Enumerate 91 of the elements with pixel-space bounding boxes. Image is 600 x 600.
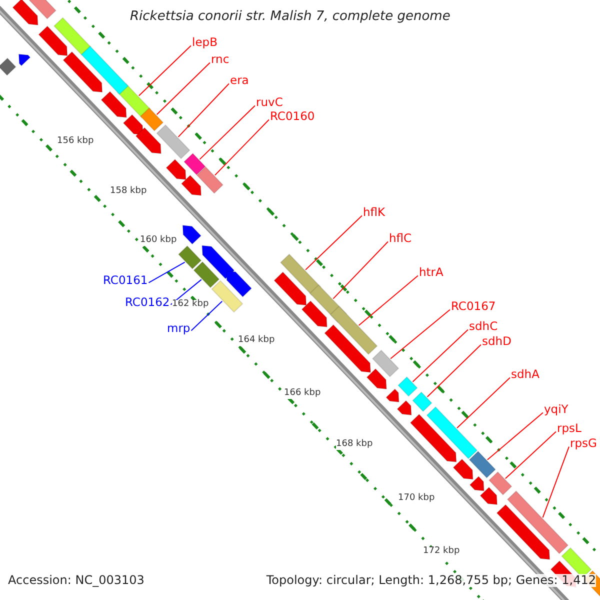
gene-bar [196,166,224,194]
leader-line [332,241,388,300]
leader-line [170,279,202,306]
leader-line [486,412,544,460]
leader-line [456,377,510,428]
gene-label: ruvC [256,96,283,109]
gene-feature [180,174,202,196]
gene-feature [366,368,387,390]
leader-line [199,105,256,160]
gene-bar [211,280,244,313]
gene-bar [468,450,496,478]
leader-line [214,119,270,176]
gene-bar [506,490,569,554]
gene-feature [396,400,412,416]
gene-feature [496,504,550,560]
gene-feature [274,271,307,306]
scale-label: 170 kbp [398,494,435,504]
gene-feature [452,458,474,480]
gene-label: rpsL [557,422,582,435]
gene-label: RC0162 [125,296,170,309]
gene-label: mrp [167,322,190,335]
gene-bar [26,0,57,20]
gene-bar [156,124,190,160]
leader-line [504,431,556,480]
gene-feature [469,476,484,492]
title: Rickettsia conorii str. Malish 7, complete genome [129,10,452,24]
gene-feature [38,26,68,56]
leader-line [426,344,482,398]
gene-label: htrA [419,266,444,279]
gene-feature [135,127,162,154]
gene-label: RC0161 [103,274,148,287]
gene-bar [397,376,418,397]
gene-feature [12,0,38,26]
gene-bar [0,58,16,76]
gene-bar [53,17,92,56]
gene-label: hflK [363,206,386,219]
gene-feature [226,270,252,298]
gene-feature [202,245,235,280]
gene-feature [100,90,127,118]
gene-feature [410,414,457,462]
scale-label: 158 kbp [110,187,147,197]
scale-label: 156 kbp [57,137,94,147]
scale-label: 164 kbp [238,336,275,346]
leader-line [138,45,192,96]
scale-label: 166 kbp [284,389,321,399]
gene-label: sdhA [511,368,540,381]
gene-label: lepB [192,36,218,49]
gene-bar [488,471,512,496]
gene-feature [62,51,103,93]
gene-feature [122,114,144,136]
scale-label: 162 kbp [172,300,209,310]
gene-label: rnc [211,53,230,66]
gene-bar [280,254,322,296]
gene-feature [301,300,328,328]
leader-line [542,446,570,518]
gene-feature [182,224,202,245]
gene-label: sdhC [469,320,498,333]
leader-line [305,215,362,270]
gene-feature [166,158,186,180]
gene-bar [193,261,220,288]
leader-line [190,300,223,332]
info-text: Topology: circular; Length: 1,268,755 bp; Genes: 1,412 [266,574,596,588]
scale-label: 172 kbp [423,547,460,557]
gene-bar [140,107,164,132]
gene-bar [412,391,432,412]
gene-label: sdhD [482,335,512,348]
leader-line [156,62,210,116]
leader-line [178,83,230,138]
scale-label: 168 kbp [336,440,373,450]
gene-feature [386,388,400,403]
gene-label: RC0160 [270,110,315,123]
gene-bar [80,46,129,95]
gene-bar [426,406,478,460]
leader-line [148,262,186,284]
gene-label: RC0167 [451,300,496,313]
gene-label: hflC [389,232,412,245]
gene-feature [324,324,372,373]
leader-line [412,329,468,382]
gene-feature [18,54,31,66]
gene-bar [183,152,206,176]
gene-bar [372,350,400,378]
gene-label: yqiY [544,403,568,416]
gene-label: era [230,74,249,87]
gene-bar [330,306,378,355]
gene-label: rpsG [570,437,597,450]
scale-label: 160 kbp [140,236,177,246]
leader-line [358,275,418,326]
leader-line [390,309,450,360]
info-text: Accession: NC_003103 [8,574,144,588]
gene-feature [480,486,498,506]
gene-bar [178,245,202,270]
